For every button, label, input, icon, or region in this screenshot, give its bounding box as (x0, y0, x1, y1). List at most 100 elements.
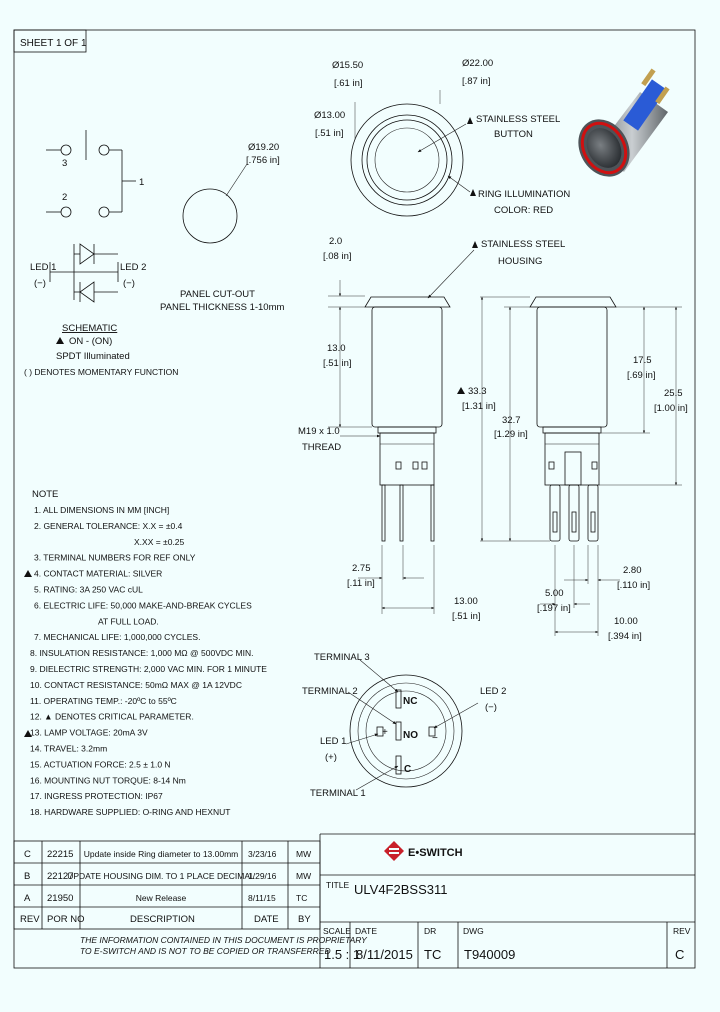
schematic-note: ( ) DENOTES MOMENTARY FUNCTION (24, 367, 178, 377)
note-line: AT FULL LOAD. (98, 616, 159, 626)
terminal-3-label: TERMINAL 3 (314, 652, 370, 663)
panel-label-1: PANEL CUT-OUT (180, 289, 255, 300)
note-line: 12. ▲ DENOTES CRITICAL PARAMETER. (30, 712, 194, 722)
terminal-1-label: TERMINAL 1 (310, 788, 366, 799)
note-line: 5. RATING: 3A 250 VAC cUL (34, 585, 143, 595)
note-line: 17. INGRESS PROTECTION: IP67 (30, 791, 163, 801)
terminal-led1-label: LED 1 (320, 736, 346, 747)
schematic-title: SCHEMATIC (62, 323, 117, 334)
note-line: 13. LAMP VOLTAGE: 20mA 3V (30, 728, 148, 738)
scale-label: SCALE (323, 926, 351, 936)
date-value: 8/11/2015 (356, 947, 413, 962)
ring-height-in: [.69 in] (627, 370, 656, 381)
panel-label-2: PANEL THICKNESS 1-10mm (160, 302, 285, 313)
note-line: 8. INSULATION RESISTANCE: 1,000 MΩ @ 500… (30, 648, 253, 658)
total-height-in: [1.31 in] (462, 401, 496, 412)
schematic-led1-sign: (−) (34, 278, 46, 289)
gap-mm: 2.80 (623, 565, 642, 576)
note-line: X.XX = ±0.25 (134, 537, 185, 547)
svg-text:SHEET 1 OF 1: SHEET 1 OF 1 (20, 38, 87, 49)
schematic-terminal-1: 1 (139, 177, 144, 188)
rev-cell-rev: A (24, 893, 31, 904)
rev-header-desc: DESCRIPTION (130, 914, 195, 925)
terminal-nc: NC (403, 696, 417, 707)
note-line: 2. GENERAL TOLERANCE: X.X = ±0.4 (34, 521, 183, 531)
front-button-label-1: STAINLESS STEEL (476, 114, 560, 125)
pitch-in: [.197 in] (537, 603, 571, 614)
terminal-plus: + (382, 727, 388, 738)
note-line: 1. ALL DIMENSIONS IN MM [INCH] (34, 505, 169, 515)
schematic-mode: ON - (ON) (69, 336, 112, 347)
terminal-led2-sign: (−) (485, 702, 497, 713)
rev-label: REV (673, 926, 691, 936)
body-height-in: [1.29 in] (494, 429, 528, 440)
disclaimer-line-2: TO E-SWITCH AND IS NOT TO BE COPIED OR T… (80, 946, 331, 956)
dr-label: DR (424, 926, 436, 936)
note-line: 4. CONTACT MATERIAL: SILVER (34, 569, 162, 579)
terminal-no: NO (403, 730, 418, 741)
span-mm: 10.00 (614, 616, 638, 627)
terminal-view: NC NO C + − TERMINAL 3 TERMINAL 2 TERMIN… (302, 652, 506, 799)
disclaimer-line-1: THE INFORMATION CONTAINED IN THIS DOCUME… (80, 935, 368, 945)
schematic-terminal-2: 2 (62, 192, 67, 203)
part-number: ULV4F2BSS311 (354, 882, 447, 897)
rev-cell-rev: C (24, 849, 31, 860)
rev-cell-por: 21950 (47, 893, 73, 904)
rev-header-por: POR NO (47, 914, 84, 925)
front-d1-mm: Ø15.50 (332, 60, 363, 71)
overall-height-mm: 25.5 (664, 388, 683, 399)
rev-cell-date: 8/11/15 (248, 893, 276, 903)
terminal-2-label: TERMINAL 2 (302, 686, 358, 697)
rev-cell-date: 1/29/16 (248, 871, 277, 881)
note-line: 11. OPERATING TEMP.: -20ºC to 55ºC (30, 696, 177, 706)
terminal-led2-label: LED 2 (480, 686, 506, 697)
side-h1-mm: 2.0 (329, 236, 342, 247)
body-width-mm: 13.00 (454, 596, 478, 607)
scale-value: 1.5 : 1 (324, 947, 360, 962)
front-d1-in: [.61 in] (334, 78, 363, 89)
body-height-mm: 32.7 (502, 415, 521, 426)
side-view-right: 33.3 [1.31 in] 32.7 [1.29 in] 17.5 [.69 … (457, 296, 688, 642)
thread-label-1: M19 x 1.0 (298, 426, 340, 437)
schematic-led2-sign: (−) (123, 278, 135, 289)
rev-cell-desc: UPDATE HOUSING DIM. TO 1 PLACE DECIMAL (67, 871, 255, 881)
pin-width-mm: 2.75 (352, 563, 371, 574)
note-line: 6. ELECTRIC LIFE: 50,000 MAKE-AND-BREAK … (34, 600, 252, 610)
ring-height-mm: 17.5 (633, 355, 652, 366)
pin-width-in: [.11 in] (347, 578, 375, 589)
dr-value: TC (424, 947, 441, 962)
front-button-label-2: BUTTON (494, 129, 533, 140)
housing-label-1: STAINLESS STEEL (481, 239, 565, 250)
brand-name: E•SWITCH (408, 847, 463, 859)
front-d3-mm: Ø13.00 (314, 110, 345, 121)
panel-dia-in: [.756 in] (246, 155, 280, 166)
front-view: Ø15.50 [.61 in] Ø22.00 [.87 in] Ø13.00 [… (314, 58, 570, 217)
panel-cutout: Ø19.20 [.756 in] PANEL CUT-OUT PANEL THI… (160, 142, 285, 313)
rev-cell-by: MW (296, 849, 311, 859)
schematic: 3 2 1 LED 1 (−) LED 2 (−) SCHEMATIC ON -… (24, 130, 178, 377)
span-in: [.394 in] (608, 631, 642, 642)
dwg-value: T940009 (464, 947, 515, 962)
terminal-led1-sign: (+) (325, 752, 337, 763)
total-height-mm: 33.3 (468, 386, 487, 397)
note-line: 15. ACTUATION FORCE: 2.5 ± 1.0 N (30, 759, 171, 769)
side-h1-in: [.08 in] (323, 251, 352, 262)
pitch-mm: 5.00 (545, 588, 564, 599)
body-width-in: [.51 in] (452, 611, 481, 622)
front-ring-label-1: RING ILLUMINATION (478, 189, 570, 200)
panel-dia-mm: Ø19.20 (248, 142, 279, 153)
rev-header-rev: REV (20, 914, 40, 925)
date-label: DATE (355, 926, 377, 936)
rev-cell-desc: Update inside Ring diameter to 13.00mm (84, 849, 239, 859)
notes: NOTE 1. ALL DIMENSIONS IN MM [INCH]2. GE… (24, 489, 267, 817)
note-line: 9. DIELECTRIC STRENGTH: 2,000 VAC MIN. F… (30, 664, 267, 674)
note-line: 7. MECHANICAL LIFE: 1,000,000 CYCLES. (34, 632, 200, 642)
brand-logo: E•SWITCH (384, 841, 463, 861)
note-line: 14. TRAVEL: 3.2mm (30, 744, 107, 754)
schematic-led2-label: LED 2 (120, 262, 146, 273)
note-line: 3. TERMINAL NUMBERS FOR REF ONLY (34, 553, 196, 563)
rev-header-date: DATE (254, 914, 279, 925)
rev-cell-by: TC (296, 893, 307, 903)
